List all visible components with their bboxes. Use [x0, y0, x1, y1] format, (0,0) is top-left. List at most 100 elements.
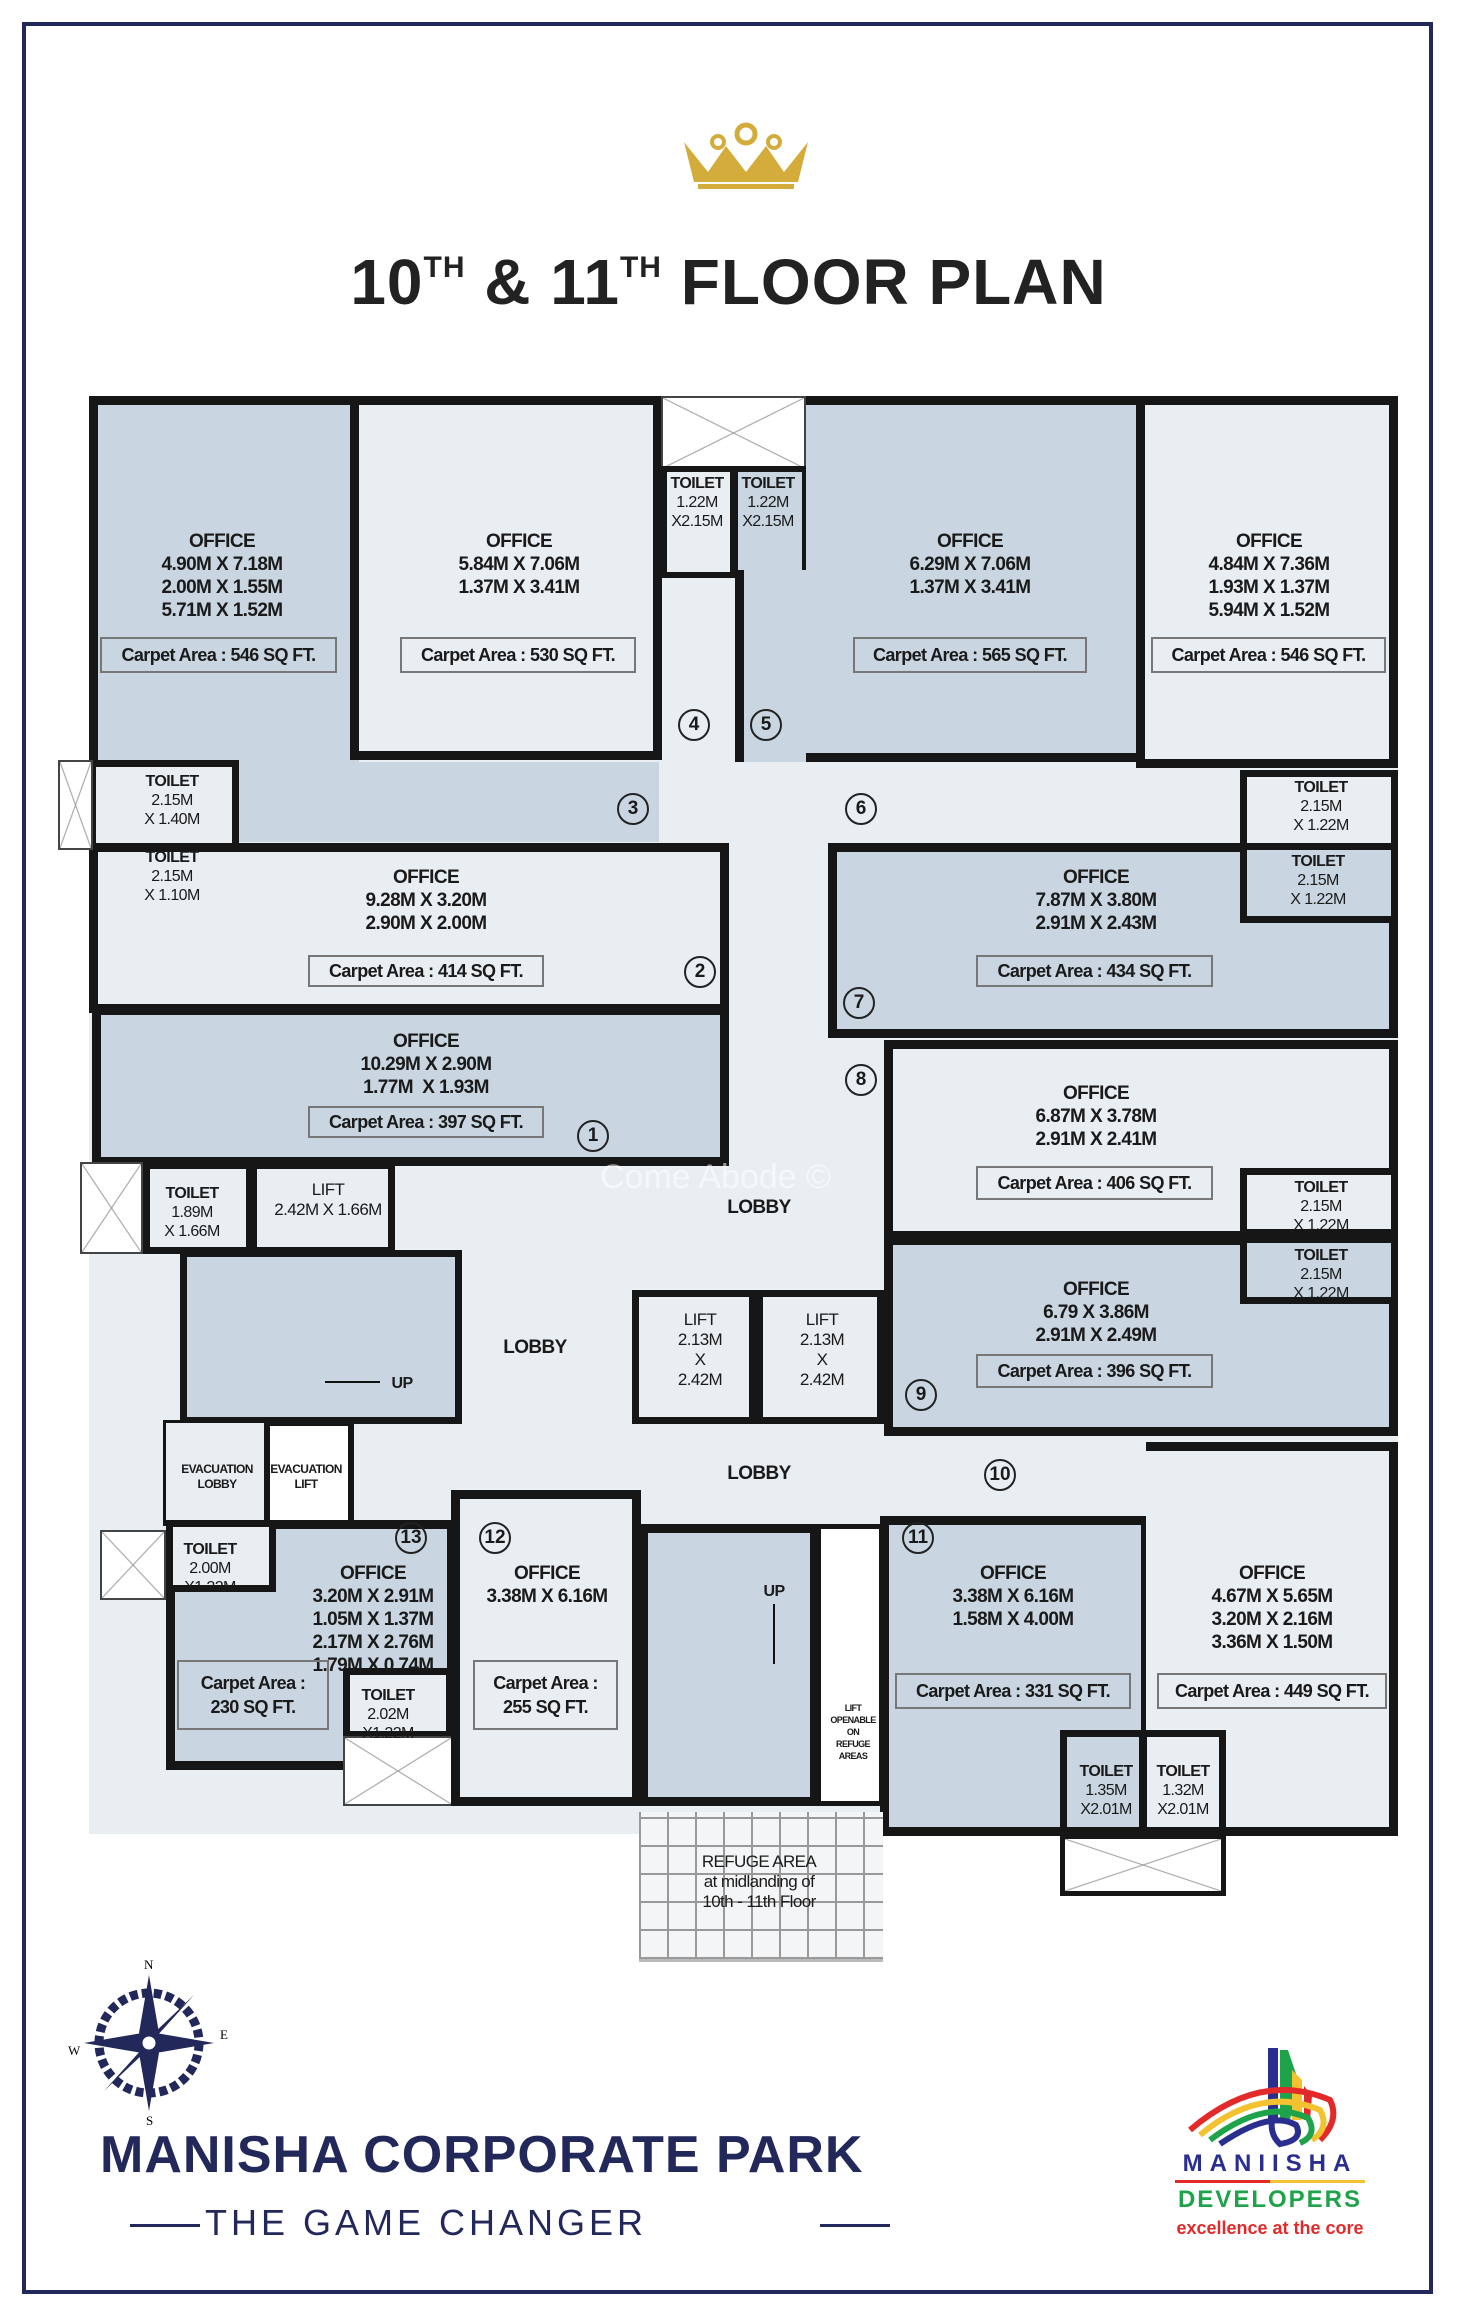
toilet-title: TOILET	[670, 475, 725, 492]
toilet-dimension: 2.15M	[1297, 872, 1339, 889]
toilet-dimension: X1.22M	[184, 1579, 236, 1596]
toilet-dimension: 2.15M	[151, 868, 193, 885]
office-title: OFFICE	[1235, 531, 1303, 552]
stair-up-label: UP	[391, 1375, 413, 1392]
office-title: OFFICE	[936, 531, 1004, 552]
title-floor-11: & 11	[465, 246, 620, 318]
lift-openable-label-line: LIFT	[844, 1703, 862, 1713]
toilet-dimension: X2.15M	[671, 513, 723, 530]
toilet-dimension: X 1.22M	[1290, 891, 1346, 908]
carpet-area-box: Carpet Area : 414 SQ FT.	[308, 955, 544, 987]
toilet-dimension: X 1.40M	[144, 811, 200, 828]
lift-b-label-line: 2.13M	[799, 1330, 845, 1349]
toilet-title: TOILET	[1291, 853, 1345, 870]
compass-rose-icon: N E S W	[68, 1957, 228, 2125]
unit-number-badge: 13	[395, 1522, 427, 1554]
toilet-title: TOILET	[1294, 1179, 1348, 1196]
toilet-dimension: 1.22M	[676, 494, 718, 511]
lift-small-label-line: LIFT	[311, 1180, 345, 1199]
title-floor-10: 10	[350, 246, 424, 318]
evacuation-lift	[264, 1420, 354, 1526]
toilet-room	[732, 466, 808, 578]
lift-openable-label-line: OPENABLE	[830, 1715, 876, 1725]
toilet-room	[343, 1668, 453, 1738]
toilet-dimension: 1.89M	[171, 1204, 213, 1221]
logo-rule	[1175, 2180, 1365, 2183]
office-dimension: 3.20M X 2.91M	[312, 1586, 434, 1607]
toilet-room	[1240, 1168, 1398, 1236]
lobby-label: LOBBY	[503, 1337, 567, 1358]
unit-9	[884, 1236, 1398, 1436]
carpet-area-box: Carpet Area : 396 SQ FT.	[976, 1354, 1213, 1388]
carpet-area-box: Carpet Area : 406 SQ FT.	[976, 1166, 1213, 1200]
office-dimension: 5.94M X 1.52M	[1208, 600, 1330, 621]
office-dimension: 1.77M X 1.93M	[363, 1077, 489, 1098]
evacuation-lift-label-line: LIFT	[294, 1477, 319, 1491]
duct-shaft	[1060, 1834, 1226, 1896]
toilet-dimension: 2.02M	[367, 1706, 409, 1723]
office-dimension: 3.20M X 2.16M	[1211, 1609, 1333, 1630]
toilet-label: TOILET 1.22M X2.15M	[670, 474, 725, 531]
office-dimension: 3.36M X 1.50M	[1211, 1632, 1333, 1653]
office-dimension: 5.71M X 1.52M	[161, 600, 283, 621]
office-dimension: 2.17M X 2.76M	[312, 1632, 434, 1653]
toilet-dimension: 2.15M	[1300, 798, 1342, 815]
office-dimension: 3.38M X 6.16M	[486, 1586, 608, 1607]
office-title: OFFICE	[339, 1563, 407, 1584]
title-floor-plan: FLOOR PLAN	[661, 246, 1107, 318]
crown-icon	[684, 122, 808, 189]
office-title: OFFICE	[1062, 1279, 1130, 1300]
page-frame	[22, 22, 1433, 2294]
office-title: OFFICE	[1238, 1563, 1306, 1584]
arrow-down-icon	[773, 1604, 775, 1664]
office-dimension: 1.37M X 3.41M	[909, 577, 1031, 598]
office-title: OFFICE	[485, 531, 553, 552]
lift-b	[756, 1290, 884, 1424]
compass-w: W	[68, 2043, 81, 2058]
office-title: OFFICE	[188, 531, 256, 552]
title-sup: TH	[619, 251, 662, 284]
unit-6	[1136, 396, 1398, 768]
unit-number-badge: 2	[684, 956, 716, 988]
lift-openable-label-line: AREAS	[838, 1751, 868, 1761]
project-name: MANISHA CORPORATE PARK	[100, 2126, 864, 2184]
toilet-dimension: X2.01M	[1157, 1801, 1209, 1818]
toilet-dimension: X 1.22M	[1293, 817, 1349, 834]
office-dimension: 6.29M X 7.06M	[909, 554, 1031, 575]
office-dimension: 4.67M X 5.65M	[1211, 1586, 1333, 1607]
developer-logo-icon	[1188, 2048, 1337, 2148]
duct-shaft	[58, 760, 93, 850]
carpet-area-box: Carpet Area : 546 SQ FT.	[1151, 637, 1386, 673]
tagline-rule-right	[820, 2224, 890, 2227]
duct-shaft	[100, 1530, 166, 1600]
developer-slogan: excellence at the core	[1176, 2218, 1364, 2238]
evacuation-lobby-label-line: LOBBY	[197, 1477, 237, 1491]
toilet-title: TOILET	[145, 773, 199, 790]
toilet-room	[1240, 1236, 1398, 1304]
unit-number-badge: 9	[905, 1379, 937, 1411]
office-dimension: 5.84M X 7.06M	[458, 554, 580, 575]
office-dimension: 6.79 X 3.86M	[1043, 1302, 1149, 1323]
duct-shaft	[661, 396, 806, 470]
toilet-dimension: X 1.22M	[1293, 1285, 1349, 1302]
office-dimension: 2.91M X 2.43M	[1035, 913, 1157, 934]
unit-number-badge: 10	[984, 1459, 1016, 1491]
carpet-area-box: Carpet Area : 434 SQ FT.	[976, 955, 1213, 987]
office-dimension: 4.84M X 7.36M	[1208, 554, 1330, 575]
toilet-title: TOILET	[183, 1541, 238, 1558]
page-title: 10TH & 11TH FLOOR PLAN	[0, 245, 1457, 319]
project-tagline: THE GAME CHANGER	[205, 2202, 648, 2243]
lift-small-label-line: 2.42M X 1.66M	[274, 1200, 382, 1219]
lift-b-label-line: X	[816, 1350, 828, 1369]
lobby-label: LOBBY	[727, 1463, 791, 1484]
watermark: Come Abode ©	[600, 1158, 832, 1196]
